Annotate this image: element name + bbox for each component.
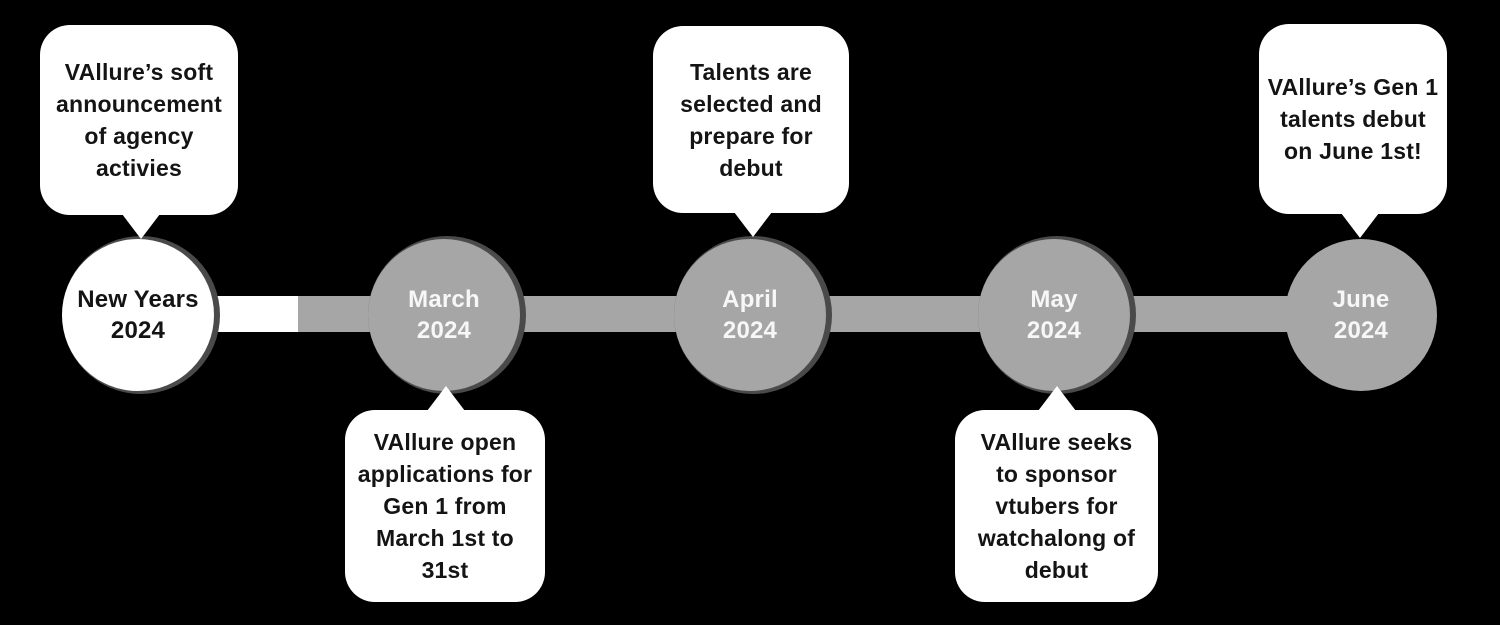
callout-march-text: VAllure open applications for Gen 1 from… xyxy=(357,429,533,583)
callout-new-years: VAllure’s soft announcement of agency ac… xyxy=(40,25,238,239)
callout-may: VAllure seeks to sponsor vtubers for wat… xyxy=(955,386,1158,602)
callout-march: VAllure open applications for Gen 1 from… xyxy=(345,386,545,602)
callout-new-years-text: VAllure’s soft announcement of agency ac… xyxy=(56,59,222,181)
callout-may-text: VAllure seeks to sponsor vtubers for wat… xyxy=(977,429,1136,583)
callout-tail-up-icon xyxy=(427,386,465,411)
callout-tail-up-icon xyxy=(1038,386,1076,411)
callout-june: VAllure’s Gen 1 talents debut on June 1s… xyxy=(1259,24,1447,238)
callout-tail-down-icon xyxy=(1341,213,1379,238)
callout-tail-down-icon xyxy=(734,212,772,237)
timeline-node-new-years: New Years 2024 xyxy=(62,236,220,394)
timeline-node-april: April 2024 xyxy=(674,236,832,394)
callout-june-text: VAllure’s Gen 1 talents debut on June 1s… xyxy=(1267,74,1439,164)
timeline-node-march: March 2024 xyxy=(368,236,526,394)
timeline-node-june: June 2024 xyxy=(1285,239,1437,391)
node-label-june: June 2024 xyxy=(1285,239,1437,391)
callout-april: Talents are selected and prepare for deb… xyxy=(653,26,849,237)
node-label-may: May 2024 xyxy=(978,239,1130,391)
node-label-march: March 2024 xyxy=(368,239,520,391)
node-label-april: April 2024 xyxy=(674,239,826,391)
node-label-new-years: New Years 2024 xyxy=(62,239,214,391)
callout-tail-down-icon xyxy=(122,214,160,239)
callout-april-text: Talents are selected and prepare for deb… xyxy=(680,58,822,181)
timeline-node-may: May 2024 xyxy=(978,236,1136,394)
